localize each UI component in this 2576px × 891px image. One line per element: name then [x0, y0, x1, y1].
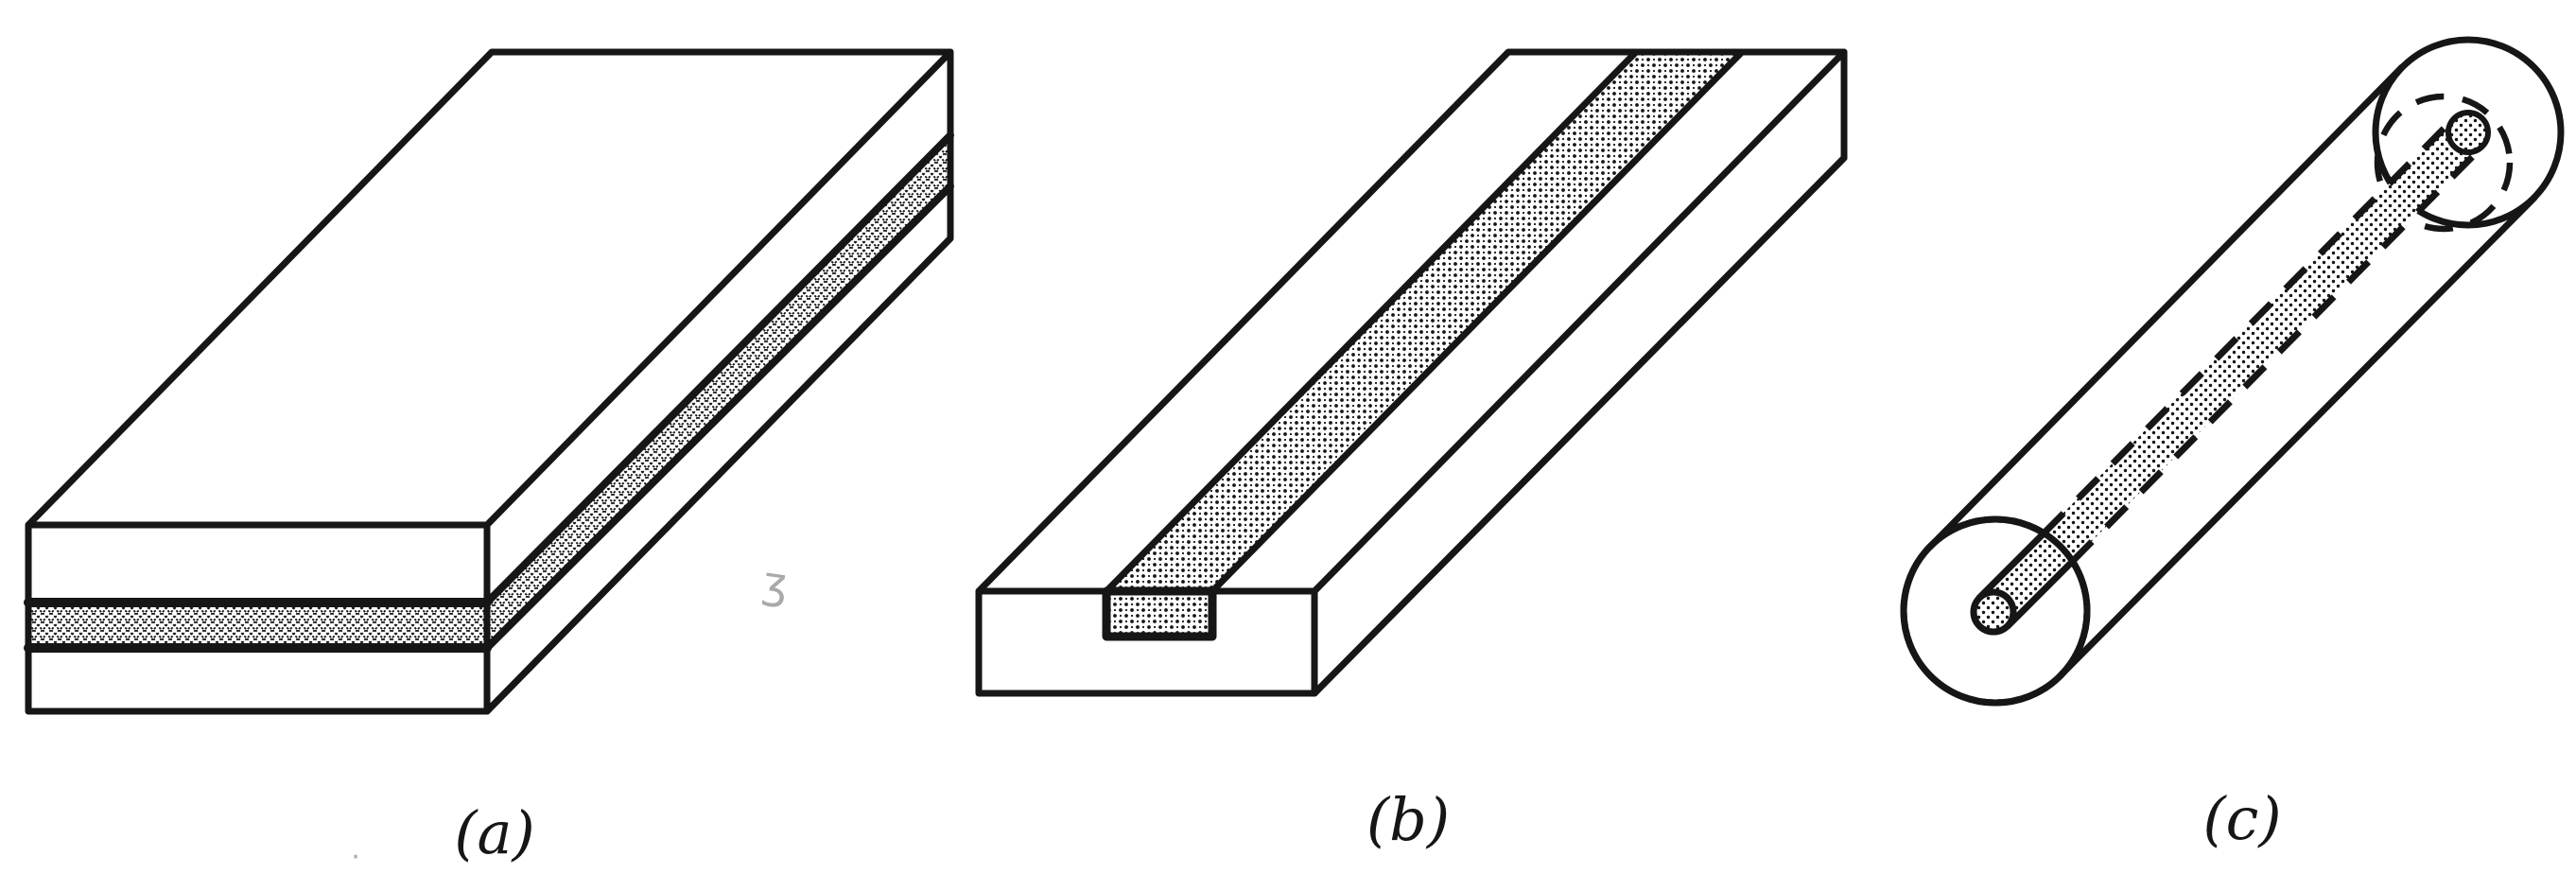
strip-stripe-right-line [1209, 48, 1746, 595]
panel-label-c: (c) [2202, 784, 2281, 853]
fiber-core-edge-solid-lower [2004, 558, 2076, 630]
slab-waveguide-diagram [24, 48, 954, 715]
strip-channel-cross-section [1102, 586, 1217, 641]
slab-layer-divider-upper-side [483, 131, 954, 606]
panel-label-a: (a) [454, 798, 534, 867]
strip-stripe-left-line [1103, 48, 1640, 595]
fiber-body-line-upper [1926, 63, 2406, 550]
fiber-back-core-dashed-circle [2374, 93, 2514, 233]
fiber-core-rod [1979, 118, 2482, 626]
slab-core-layer-side [487, 135, 950, 648]
fiber-core-front-circle [1970, 588, 2017, 636]
slab-layer-divider-lower-side [483, 183, 954, 652]
fiber-waveguide-diagram [1900, 36, 2565, 707]
fiber-core-edge-dashed-lower [2069, 144, 2485, 565]
panel-label-b: (b) [1366, 785, 1450, 854]
slab-bottom-right-edge [483, 235, 954, 715]
strip-waveguide-diagram [975, 48, 1848, 697]
strip-bottom-right-edge [1311, 154, 1848, 697]
fiber-body-line-lower [2057, 194, 2538, 679]
print-artifact-speck: · [351, 841, 360, 874]
slab-body-face [28, 52, 950, 711]
strip-channel-stripe-top [1106, 52, 1742, 591]
fiber-back-end-face [2372, 36, 2565, 229]
fiber-core-tip [2445, 110, 2491, 155]
slab-core-layer-front [28, 603, 487, 648]
fiber-core-edge-solid-upper [1976, 530, 2047, 602]
print-artifact-squiggle: ʒ [759, 556, 792, 610]
fiber-front-rim-overlay [1900, 515, 2091, 707]
